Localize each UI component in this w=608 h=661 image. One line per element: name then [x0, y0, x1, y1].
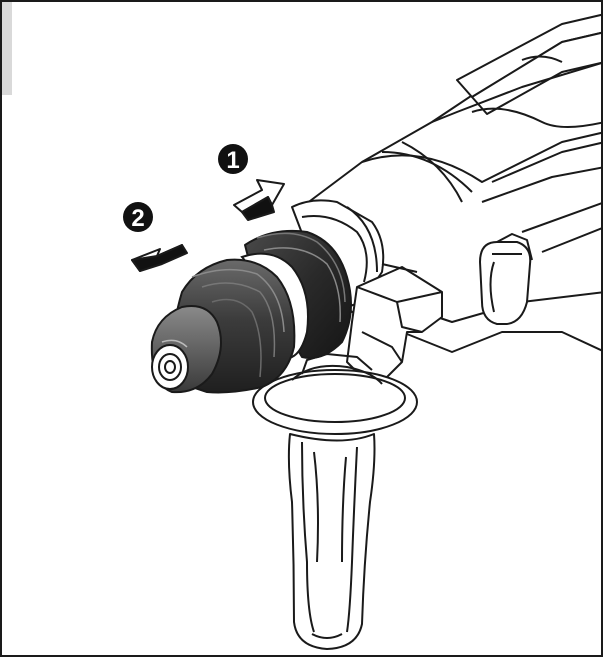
pull-arrow-icon [131, 244, 188, 272]
chuck-nose [150, 305, 222, 394]
step-2-number: 2 [131, 205, 144, 232]
page-corner-tab [2, 2, 12, 95]
step-1-number: 1 [226, 147, 239, 174]
step-2: 2 [123, 202, 188, 272]
step-1: 1 [218, 144, 285, 221]
step-1-marker [218, 144, 248, 174]
auxiliary-handle [252, 353, 418, 650]
push-arrow-icon [233, 179, 285, 221]
mode-selector-knob [479, 233, 533, 325]
rotary-hammer-illustration: 1 2 [123, 13, 601, 650]
step-2-marker [123, 202, 153, 232]
